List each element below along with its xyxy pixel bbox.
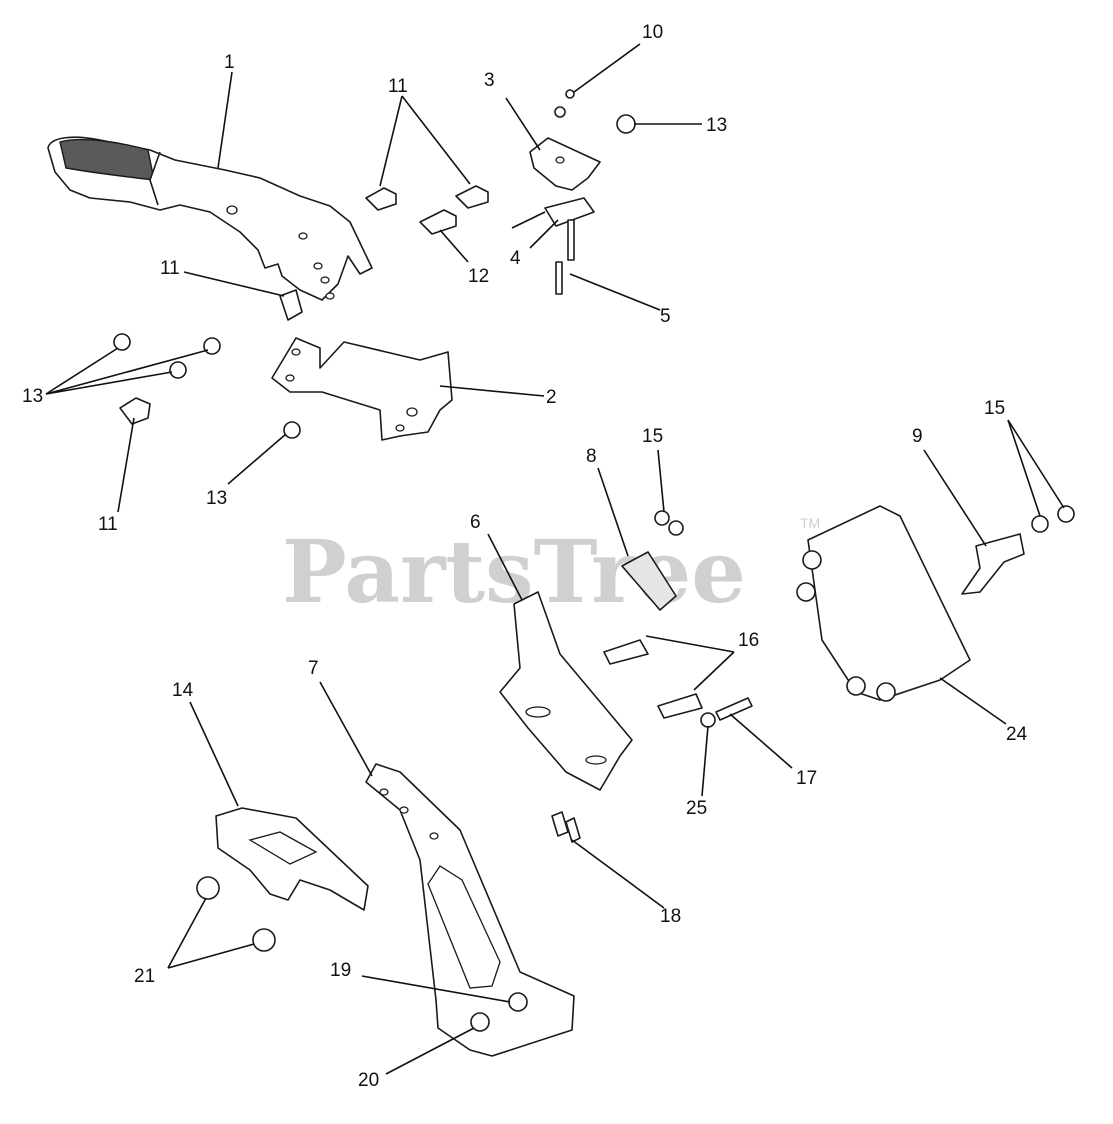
part-15-nuts[interactable] (654, 505, 1075, 536)
callout-10: 10 (642, 22, 663, 43)
callout-13-left: 13 (22, 386, 43, 407)
part-13-nuts[interactable] (113, 114, 636, 439)
callout-3: 3 (484, 70, 495, 91)
callout-2: 2 (546, 387, 557, 408)
part-16-bolts[interactable] (603, 639, 703, 719)
callout-21: 21 (134, 966, 155, 987)
watermark-trademark: TM (800, 515, 820, 531)
part-19-nut[interactable] (508, 992, 528, 1012)
callout-labels: 1 2 3 4 5 6 7 8 9 10 11 11 11 12 13 13 1… (22, 22, 1028, 1091)
part-21-nuts[interactable] (196, 876, 276, 952)
callout-5: 5 (660, 306, 671, 327)
callout-12: 12 (468, 266, 489, 287)
callout-24: 24 (1006, 724, 1028, 745)
part-12-bolt[interactable] (419, 209, 457, 235)
callout-11-bottom: 11 (98, 514, 118, 535)
part-2-bracket[interactable] (271, 337, 453, 441)
part-11-bolt-top[interactable] (365, 185, 489, 211)
part-4-micro-switch[interactable] (511, 197, 595, 229)
callout-7: 7 (308, 658, 319, 679)
callout-11-mid: 11 (160, 258, 180, 279)
part-11-bolt-mid[interactable] (279, 289, 303, 321)
part-3-switch-bracket[interactable] (529, 137, 601, 191)
callout-1: 1 (224, 52, 235, 73)
part-8-switch[interactable] (621, 551, 677, 611)
part-9-bracket[interactable] (961, 533, 1025, 595)
part-20-nut[interactable] (470, 1012, 490, 1032)
callout-25: 25 (686, 798, 707, 819)
callout-4: 4 (510, 248, 521, 269)
callout-20: 20 (358, 1070, 379, 1091)
part-18-screws[interactable] (551, 811, 581, 843)
part-24-block-assembly[interactable] (796, 505, 971, 702)
callout-15-center: 15 (642, 426, 663, 447)
callout-8: 8 (586, 446, 597, 467)
callout-6: 6 (470, 512, 481, 533)
part-25-nut[interactable] (700, 712, 716, 728)
part-1-handle-lever[interactable] (47, 136, 373, 301)
callout-11-top: 11 (388, 76, 408, 97)
callout-19: 19 (330, 960, 351, 981)
callout-13-right: 13 (706, 115, 727, 136)
callout-14: 14 (172, 680, 194, 701)
part-17-bolt[interactable] (715, 697, 753, 721)
part-11-bolt-left[interactable] (119, 397, 151, 425)
leader-lines (45, 43, 1065, 1075)
callout-9: 9 (912, 426, 923, 447)
part-10-washer[interactable] (554, 89, 575, 118)
part-6-bracket[interactable] (499, 591, 633, 791)
callout-13-bottom: 13 (206, 488, 227, 509)
part-14-bracket[interactable] (215, 807, 369, 911)
callout-15-right: 15 (984, 398, 1005, 419)
part-5-pins[interactable] (555, 219, 575, 295)
part-7-large-bracket[interactable] (365, 763, 575, 1057)
callout-17: 17 (796, 768, 817, 789)
watermark: PartsTree TM (282, 515, 820, 623)
callout-18: 18 (660, 906, 681, 927)
callout-16: 16 (738, 630, 759, 651)
